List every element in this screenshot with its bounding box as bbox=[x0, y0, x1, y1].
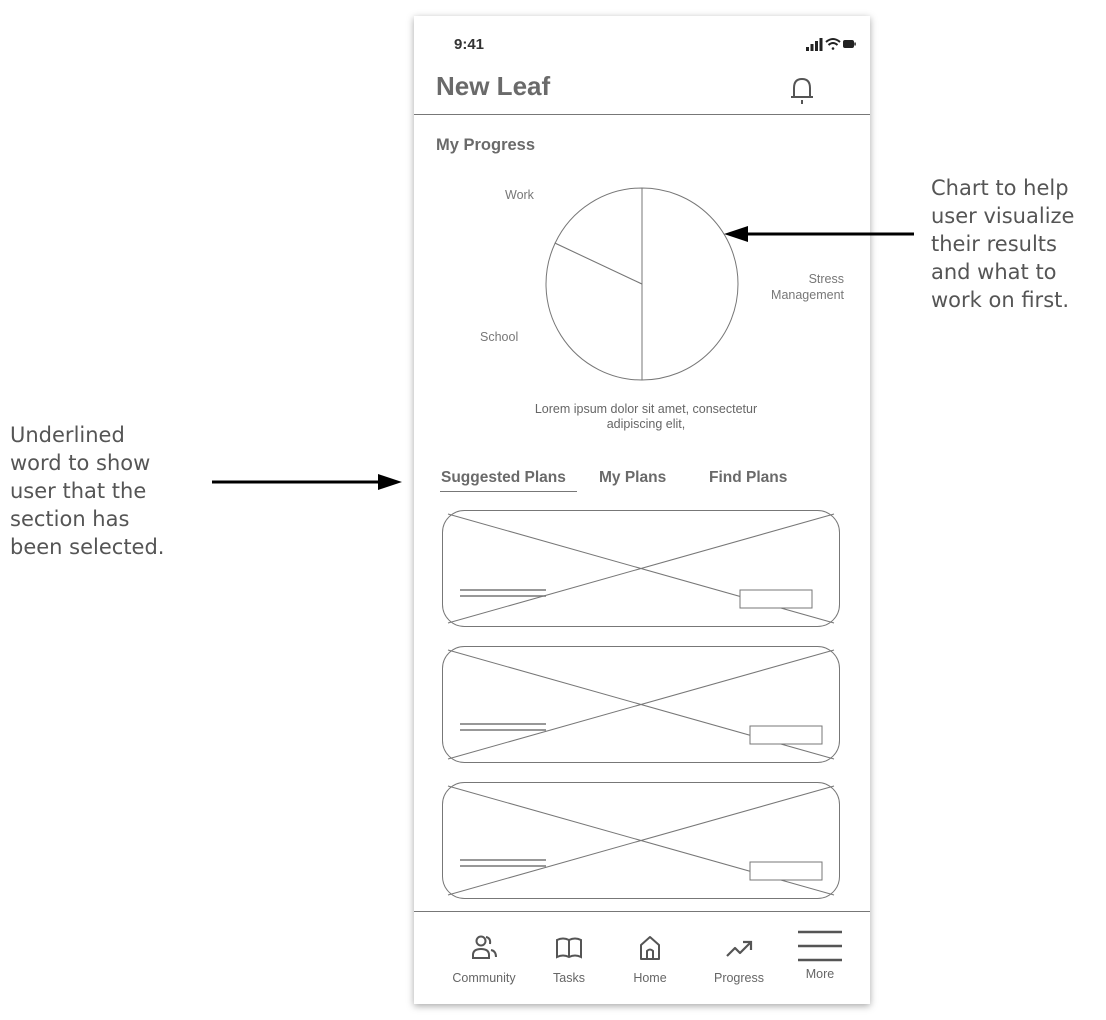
nav-label-community: Community bbox=[452, 971, 516, 985]
pie-label-stress-management: Stress Management bbox=[754, 271, 844, 303]
annotation-line: their results bbox=[931, 232, 1057, 256]
selected-tab-underline bbox=[440, 491, 577, 492]
caption-line-2: adipiscing elit, bbox=[606, 417, 686, 431]
plan-card[interactable] bbox=[442, 782, 840, 899]
nav-item-more[interactable]: More bbox=[780, 930, 860, 981]
progress-caption: Lorem ipsum dolor sit amet, consectetur … bbox=[484, 402, 808, 432]
nav-item-community[interactable]: Community bbox=[444, 934, 524, 985]
chart-annotation-arrow bbox=[724, 226, 914, 242]
annotation-line: word to show bbox=[10, 451, 151, 475]
menu-icon bbox=[798, 930, 842, 962]
section-title: My Progress bbox=[436, 136, 536, 154]
nav-item-progress[interactable]: Progress bbox=[699, 934, 779, 985]
status-icons bbox=[806, 38, 856, 51]
chart-annotation: Chart to help user visualize their resul… bbox=[931, 174, 1106, 314]
trend-icon bbox=[726, 940, 753, 957]
signal-icon bbox=[806, 38, 823, 51]
pie-slice-stress-management bbox=[641, 187, 739, 381]
nav-label-more: More bbox=[805, 967, 835, 981]
progress-pie-chart bbox=[545, 187, 739, 381]
annotation-line: Chart to help bbox=[931, 176, 1069, 200]
card-button-placeholder bbox=[749, 861, 823, 881]
nav-label-progress: Progress bbox=[713, 971, 765, 985]
annotation-line: and what to bbox=[931, 260, 1057, 284]
battery-icon bbox=[843, 40, 856, 48]
annotation-line: Underlined bbox=[10, 423, 125, 447]
bell-icon[interactable] bbox=[790, 76, 814, 106]
header-divider bbox=[414, 114, 870, 115]
plan-card[interactable] bbox=[442, 646, 840, 763]
app-title: New Leaf bbox=[436, 71, 551, 101]
pie-label-school: School bbox=[480, 330, 519, 344]
home-icon bbox=[640, 936, 660, 960]
caption-line-1: Lorem ipsum dolor sit amet, consectetur bbox=[534, 402, 758, 416]
nav-label-home: Home bbox=[633, 971, 667, 985]
pie-label-stress-line1: Stress bbox=[808, 272, 844, 286]
community-icon bbox=[472, 935, 497, 959]
card-button-placeholder bbox=[749, 725, 823, 745]
nav-item-home[interactable]: Home bbox=[610, 934, 690, 985]
pie-slice-work bbox=[554, 187, 643, 285]
plan-card[interactable] bbox=[442, 510, 840, 627]
status-time: 9:41 bbox=[454, 36, 485, 53]
tab-suggested-plans[interactable]: Suggested Plans bbox=[441, 469, 566, 486]
annotation-line: user visualize bbox=[931, 204, 1075, 228]
bottom-nav-divider bbox=[414, 911, 870, 912]
annotation-line: been selected. bbox=[10, 535, 165, 559]
annotation-line: user that the bbox=[10, 479, 147, 503]
nav-item-tasks[interactable]: Tasks bbox=[529, 934, 609, 985]
pie-slice-school bbox=[545, 242, 643, 381]
pie-label-work: Work bbox=[505, 188, 534, 202]
tab-my-plans[interactable]: My Plans bbox=[599, 469, 667, 486]
nav-label-tasks: Tasks bbox=[553, 971, 585, 985]
tab-find-plans[interactable]: Find Plans bbox=[709, 469, 788, 486]
wifi-icon bbox=[825, 38, 841, 50]
card-button-placeholder bbox=[739, 589, 813, 609]
annotation-line: section has bbox=[10, 507, 130, 531]
tab-annotation: Underlined word to show user that the se… bbox=[10, 421, 210, 561]
pie-label-stress-line2: Management bbox=[771, 288, 844, 302]
phone-frame: 9:41 New Leaf My Progress Work School St… bbox=[414, 16, 870, 1004]
book-icon bbox=[556, 937, 582, 959]
annotation-line: work on first. bbox=[931, 288, 1070, 312]
tab-annotation-arrow bbox=[212, 474, 402, 490]
